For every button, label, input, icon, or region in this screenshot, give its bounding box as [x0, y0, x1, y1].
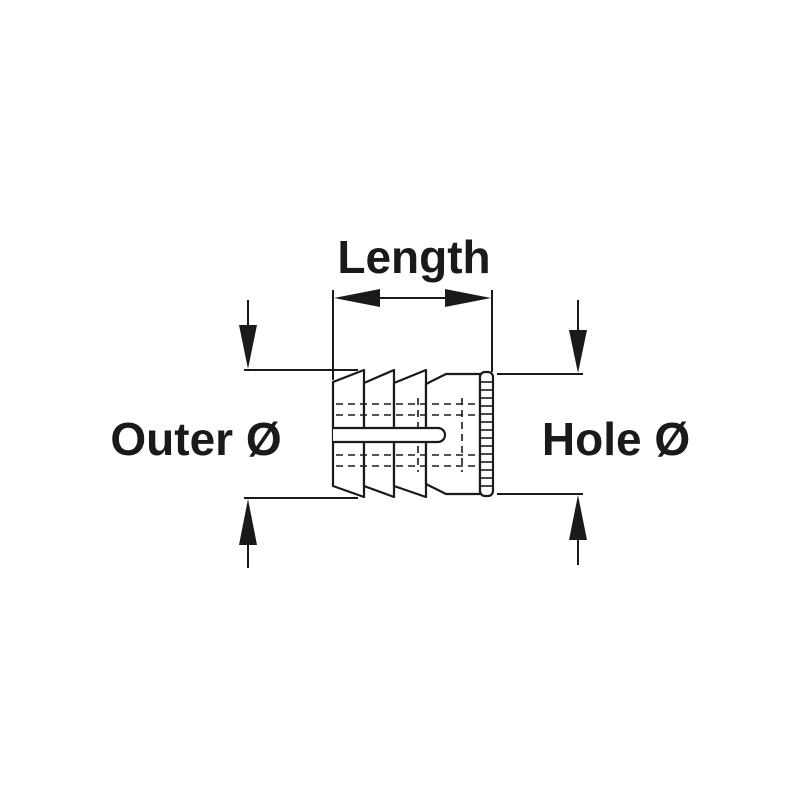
outer-diameter-label: Outer Ø [110, 413, 281, 465]
hole-diameter-dimension [497, 300, 583, 565]
flange-knurl-marks [481, 381, 492, 487]
outer-arrow-up-icon [239, 499, 257, 545]
hole-arrow-down-icon [569, 330, 587, 373]
insert-slot [333, 426, 447, 444]
outer-arrow-down-icon [239, 325, 257, 369]
length-arrow-right-icon [445, 289, 491, 307]
length-dimension [332, 290, 493, 380]
hole-arrow-up-icon [569, 495, 587, 540]
outer-diameter-dimension [244, 300, 358, 568]
hole-diameter-label: Hole Ø [542, 413, 690, 465]
knurled-flange [478, 370, 495, 498]
length-arrow-left-icon [334, 289, 380, 307]
length-label: Length [337, 231, 490, 283]
hidden-thread-lines [336, 398, 480, 472]
